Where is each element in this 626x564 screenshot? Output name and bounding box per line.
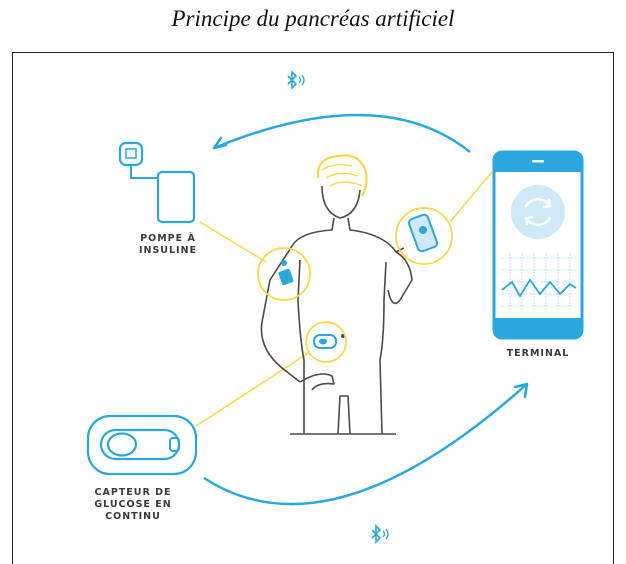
glucose-sensor-icon — [86, 414, 198, 476]
sensor-label: CAPTEUR DE GLUCOSE EN CONTINU — [68, 487, 198, 523]
terminal-label: TERMINAL — [506, 348, 570, 359]
bluetooth-icon — [287, 70, 305, 90]
hand-phone-patch — [395, 207, 453, 265]
figure-title: Principe du pancréas artificiel — [171, 6, 455, 31]
bluetooth-icon — [371, 524, 389, 544]
pump-label-line2: INSULINE — [138, 245, 198, 256]
connector-lines — [195, 171, 493, 427]
pump-label: POMPE À INSULINE — [118, 233, 218, 257]
top-cycle-arrow — [212, 113, 471, 153]
refresh-icon — [524, 198, 552, 226]
bottom-cycle-arrow — [203, 382, 529, 506]
pump-label-line1: POMPE À — [140, 233, 196, 244]
sensor-label-line1: CAPTEUR DE — [94, 487, 172, 498]
person-figure — [260, 154, 413, 435]
terminal-phone — [492, 150, 584, 340]
glucose-chart — [501, 254, 577, 310]
sensor-label-line3: CONTINU — [105, 511, 161, 522]
sensor-label-line2: GLUCOSE EN — [94, 499, 172, 510]
arm-pump-patch — [257, 247, 311, 301]
figure-frame — [12, 52, 614, 564]
insulin-pump-icon — [118, 141, 196, 224]
belly-sensor-patch — [305, 321, 347, 363]
